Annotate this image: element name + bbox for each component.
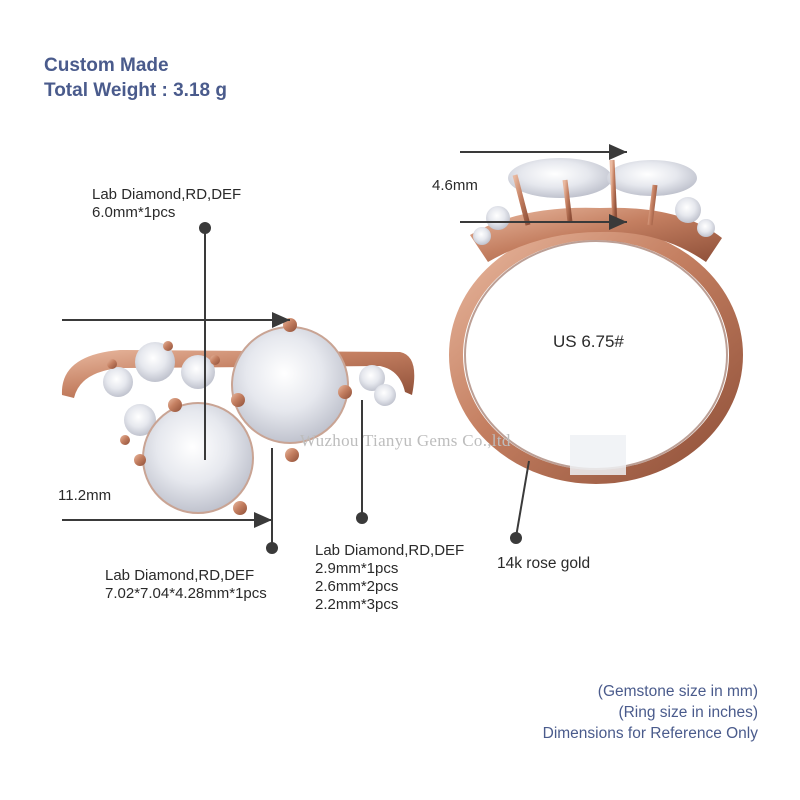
stone-name: Lab Diamond,RD,DEF xyxy=(315,542,465,559)
stone-size: 2.2mm*3pcs xyxy=(315,596,399,613)
gemstone-size-note: (Gemstone size in mm) xyxy=(597,683,758,700)
reference-note: Dimensions for Reference Only xyxy=(542,725,758,742)
custom-made-label: Custom Made xyxy=(44,55,169,76)
label-center-stone-bottom: Lab Diamond,RD,DEF 7.02*7.04*4.28mm*1pcs xyxy=(105,567,267,603)
ring-top-view xyxy=(61,318,415,515)
ring-size-note: (Ring size in inches) xyxy=(618,704,758,721)
total-weight-label: Total Weight : 3.18 g xyxy=(44,80,227,101)
stone-size: 7.02*7.04*4.28mm*1pcs xyxy=(105,585,267,602)
product-header: Custom Made Total Weight : 3.18 g xyxy=(44,53,227,103)
stone-size: 6.0mm*1pcs xyxy=(92,204,176,221)
label-center-stone-top: Lab Diamond,RD,DEF 6.0mm*1pcs xyxy=(92,186,241,222)
stone-size: 2.6mm*2pcs xyxy=(315,578,399,595)
watermark: Wuzhou Tianyu Gems Co.,ltd xyxy=(300,431,511,450)
dimension-lines xyxy=(62,144,627,548)
footer-notes: (Gemstone size in mm) (Ring size in inch… xyxy=(543,681,758,744)
stone-name: Lab Diamond,RD,DEF xyxy=(92,186,242,203)
label-side-stones: Lab Diamond,RD,DEF 2.9mm*1pcs 2.6mm*2pcs… xyxy=(315,542,464,614)
leader-dots xyxy=(199,222,522,554)
ring-front-view xyxy=(449,158,743,484)
height-dimension-label: 4.6mm xyxy=(432,177,478,194)
stone-name: Lab Diamond,RD,DEF xyxy=(105,567,255,584)
width-dimension-label: 11.2mm xyxy=(58,487,112,504)
stone-size: 2.9mm*1pcs xyxy=(315,560,399,577)
ring-size-label: US 6.75# xyxy=(553,332,624,351)
metal-label: 14k rose gold xyxy=(497,555,591,572)
